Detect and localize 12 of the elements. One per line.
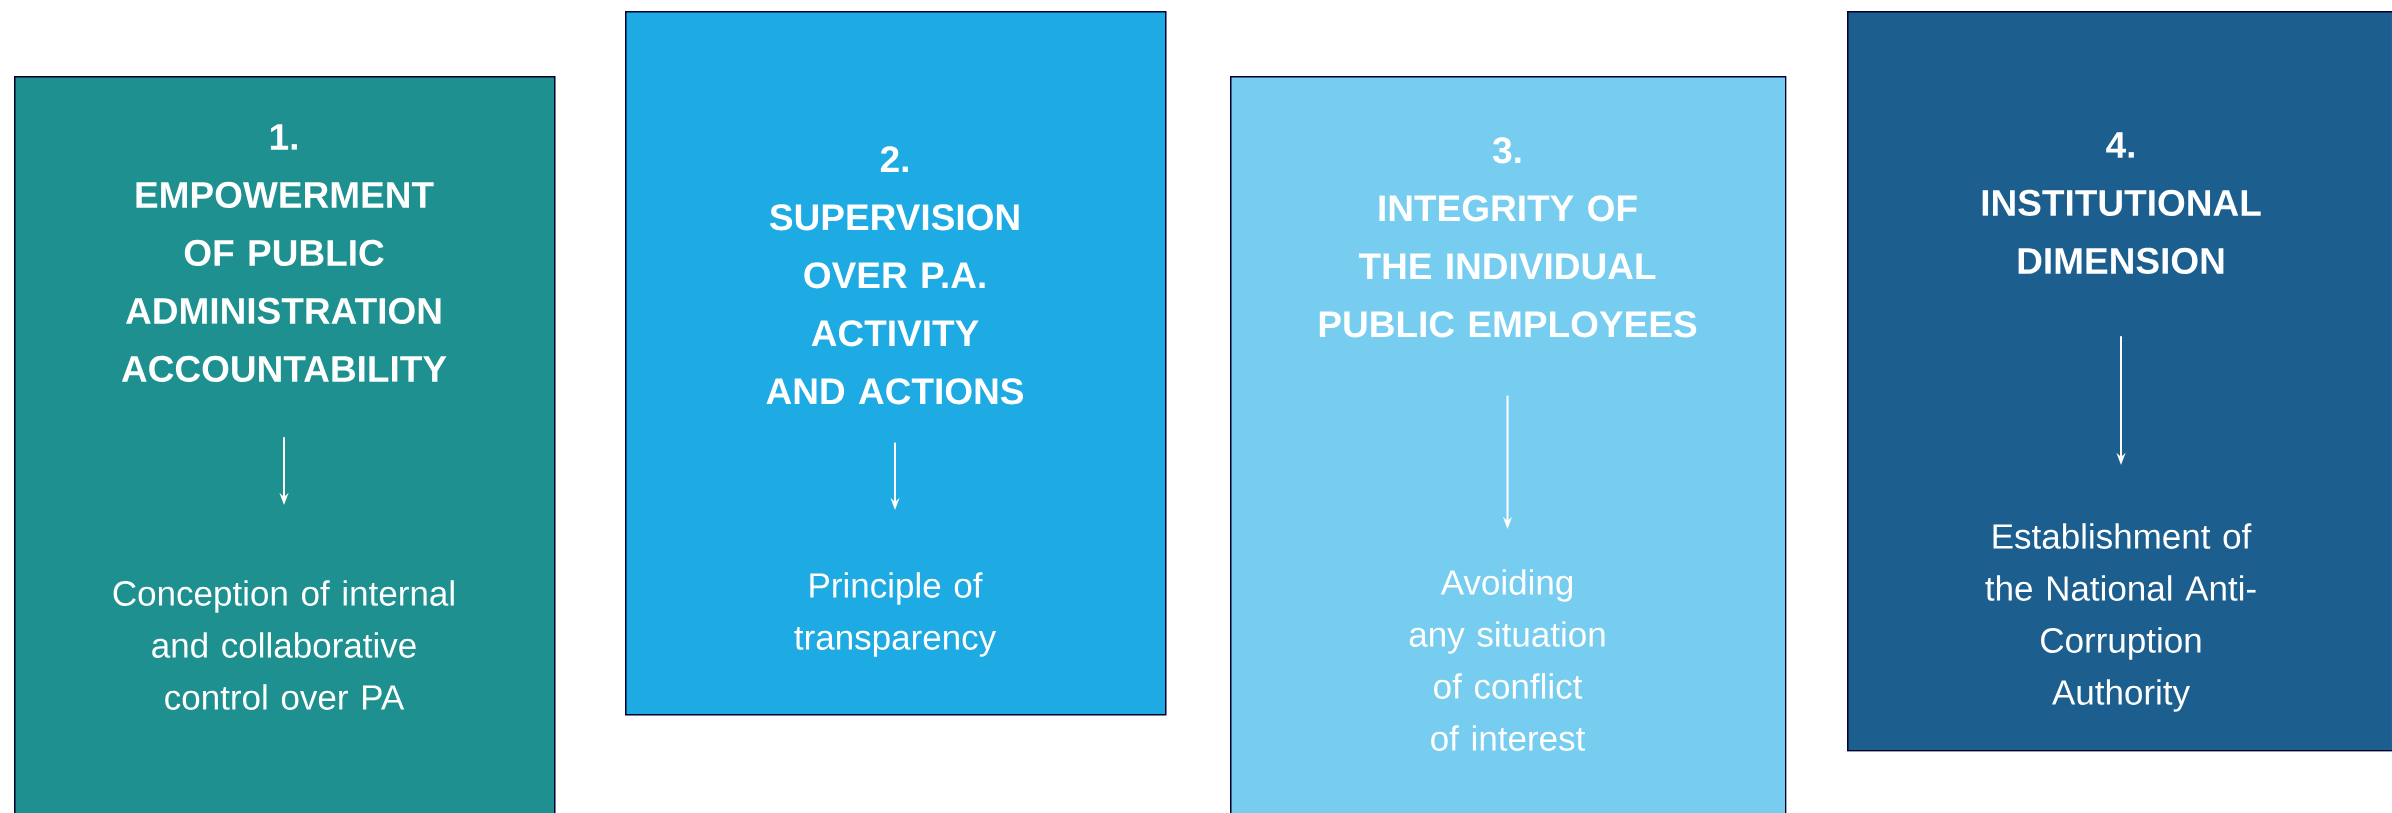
- panel-box: [1230, 76, 1787, 813]
- heading: 2. SUPERVISION OVER P.A. ACTIVITY AND ACTIONS: [766, 146, 1024, 405]
- panel-box: [625, 11, 1167, 716]
- description: Conception of internal and collaborative control over PA: [113, 580, 454, 710]
- heading: 3. INTEGRITY OF THE INDIVIDUAL PUBLIC EMPLOYEES: [1319, 137, 1697, 338]
- panel-box: [1847, 11, 2392, 752]
- panel-box: [14, 76, 556, 813]
- heading: 4. INSTITUTIONAL DIMENSION: [1982, 132, 2261, 274]
- description: Avoiding any situation of conflict of interest: [1409, 569, 1605, 751]
- description: Principle of transparency: [794, 572, 997, 657]
- description: Establishment of the National Anti-Corruption Authority: [1985, 523, 2256, 712]
- heading: 1. EMPOWERMENT OF PUBLIC ADMINISTRATION ACCOUNTABILITY: [121, 124, 447, 382]
